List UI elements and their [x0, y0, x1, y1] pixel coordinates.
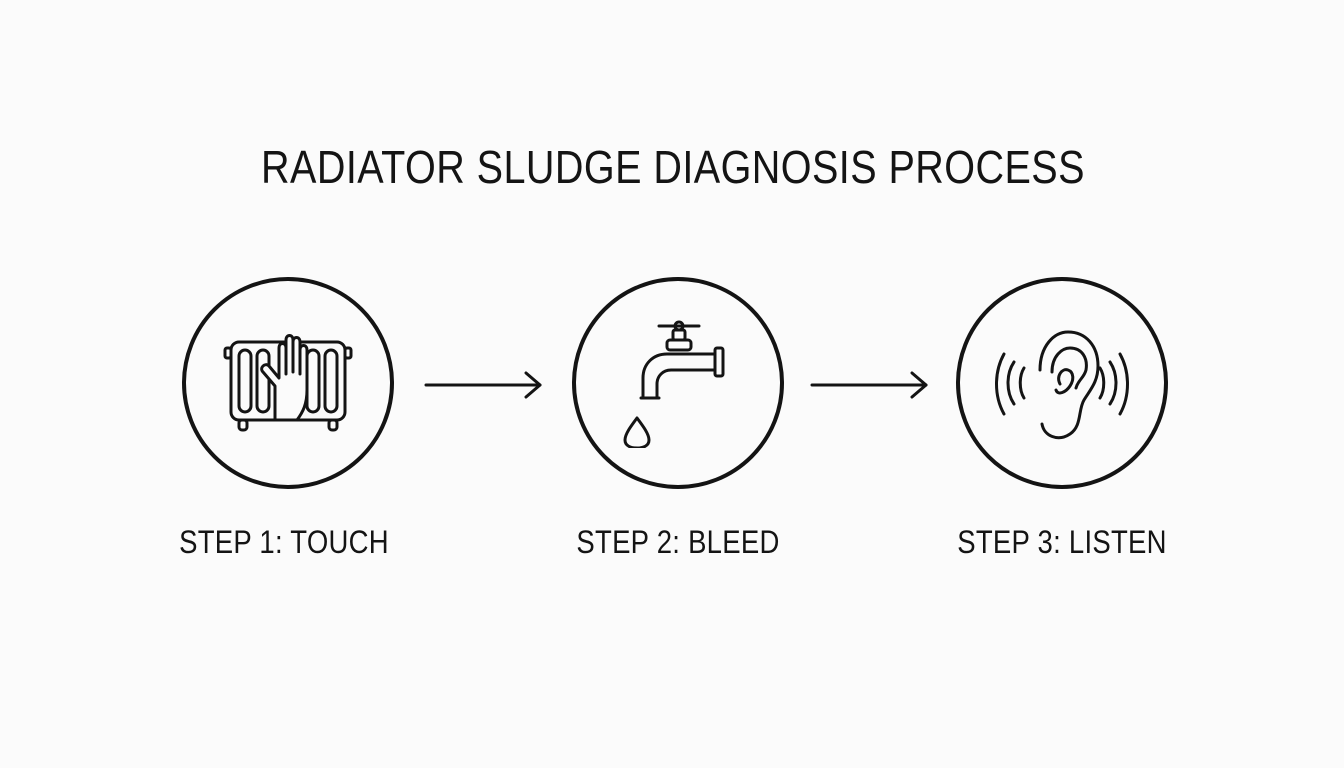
step-1-touch: [182, 277, 394, 489]
step-2-bleed: [572, 277, 784, 489]
page-title: RADIATOR SLUDGE DIAGNOSIS PROCESS: [261, 141, 1085, 193]
step-2-label: STEP 2: BLEED: [576, 524, 780, 560]
arrow-right-icon: [810, 371, 928, 399]
ear-sound-icon: [995, 330, 1129, 440]
step-3-circle: [956, 277, 1168, 489]
arrow-right-icon: [424, 371, 542, 399]
step-1-circle: [182, 277, 394, 489]
step-1-label: STEP 1: TOUCH: [179, 524, 389, 560]
radiator-hand-icon: [223, 334, 353, 432]
step-2-circle: [572, 277, 784, 489]
faucet-drop-icon: [623, 320, 725, 448]
step-3-label: STEP 3: LISTEN: [957, 524, 1167, 560]
step-3-listen: [956, 277, 1168, 489]
